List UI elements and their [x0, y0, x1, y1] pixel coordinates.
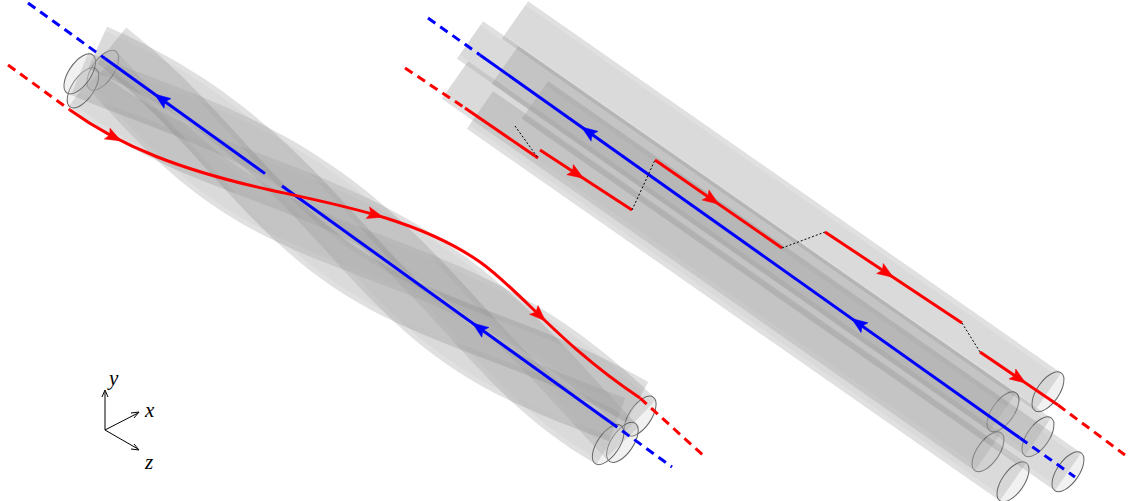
arrowhead — [469, 318, 489, 337]
axis-label: y — [109, 368, 118, 389]
hop-dotted — [632, 160, 655, 210]
blue-ray — [282, 186, 610, 422]
red-ray-dashed — [8, 65, 70, 110]
arrowhead — [151, 89, 171, 108]
arrowhead — [578, 122, 598, 141]
arrowhead — [366, 207, 385, 223]
tube-end — [1046, 447, 1090, 497]
arrowhead — [877, 264, 897, 283]
tube-core — [480, 110, 1013, 482]
blue-ray-dashed — [610, 422, 672, 467]
axis-line — [105, 413, 138, 430]
arrowhead — [104, 128, 124, 146]
axis-line — [105, 392, 106, 430]
blue-ray — [105, 59, 265, 174]
axis-head — [102, 390, 108, 397]
arrowhead — [1009, 369, 1029, 388]
red-ray-dashed — [405, 68, 465, 108]
blue-ray-dashed — [1020, 438, 1075, 477]
hop-dotted — [782, 232, 825, 248]
arrowhead — [702, 190, 722, 209]
tube-shell — [480, 110, 1013, 482]
axis-label: z — [145, 452, 153, 473]
red-ray-dashed — [640, 398, 705, 457]
red-ray-dashed — [1058, 405, 1125, 455]
axis-head — [131, 444, 139, 450]
blue-ray-dashed — [28, 3, 105, 59]
hop-dotted — [515, 126, 538, 158]
axis-triad — [102, 390, 139, 450]
arrowhead — [848, 314, 868, 333]
straight-bundle — [455, 20, 1090, 501]
red-ray — [655, 160, 782, 248]
arrowhead — [567, 165, 587, 184]
red-ray — [70, 110, 640, 398]
arrowheads — [104, 89, 1029, 388]
red-ray — [980, 352, 1058, 405]
hop-dotted — [962, 323, 980, 352]
red-ray — [540, 150, 632, 210]
red-ray — [465, 108, 538, 158]
blue-ray — [480, 55, 1020, 438]
arrowhead — [530, 306, 550, 326]
axis-line — [105, 430, 138, 449]
red-ray — [825, 232, 962, 323]
blue-ray-dashed — [428, 18, 480, 55]
axis-label: x — [145, 400, 154, 421]
axis-head — [131, 412, 139, 418]
